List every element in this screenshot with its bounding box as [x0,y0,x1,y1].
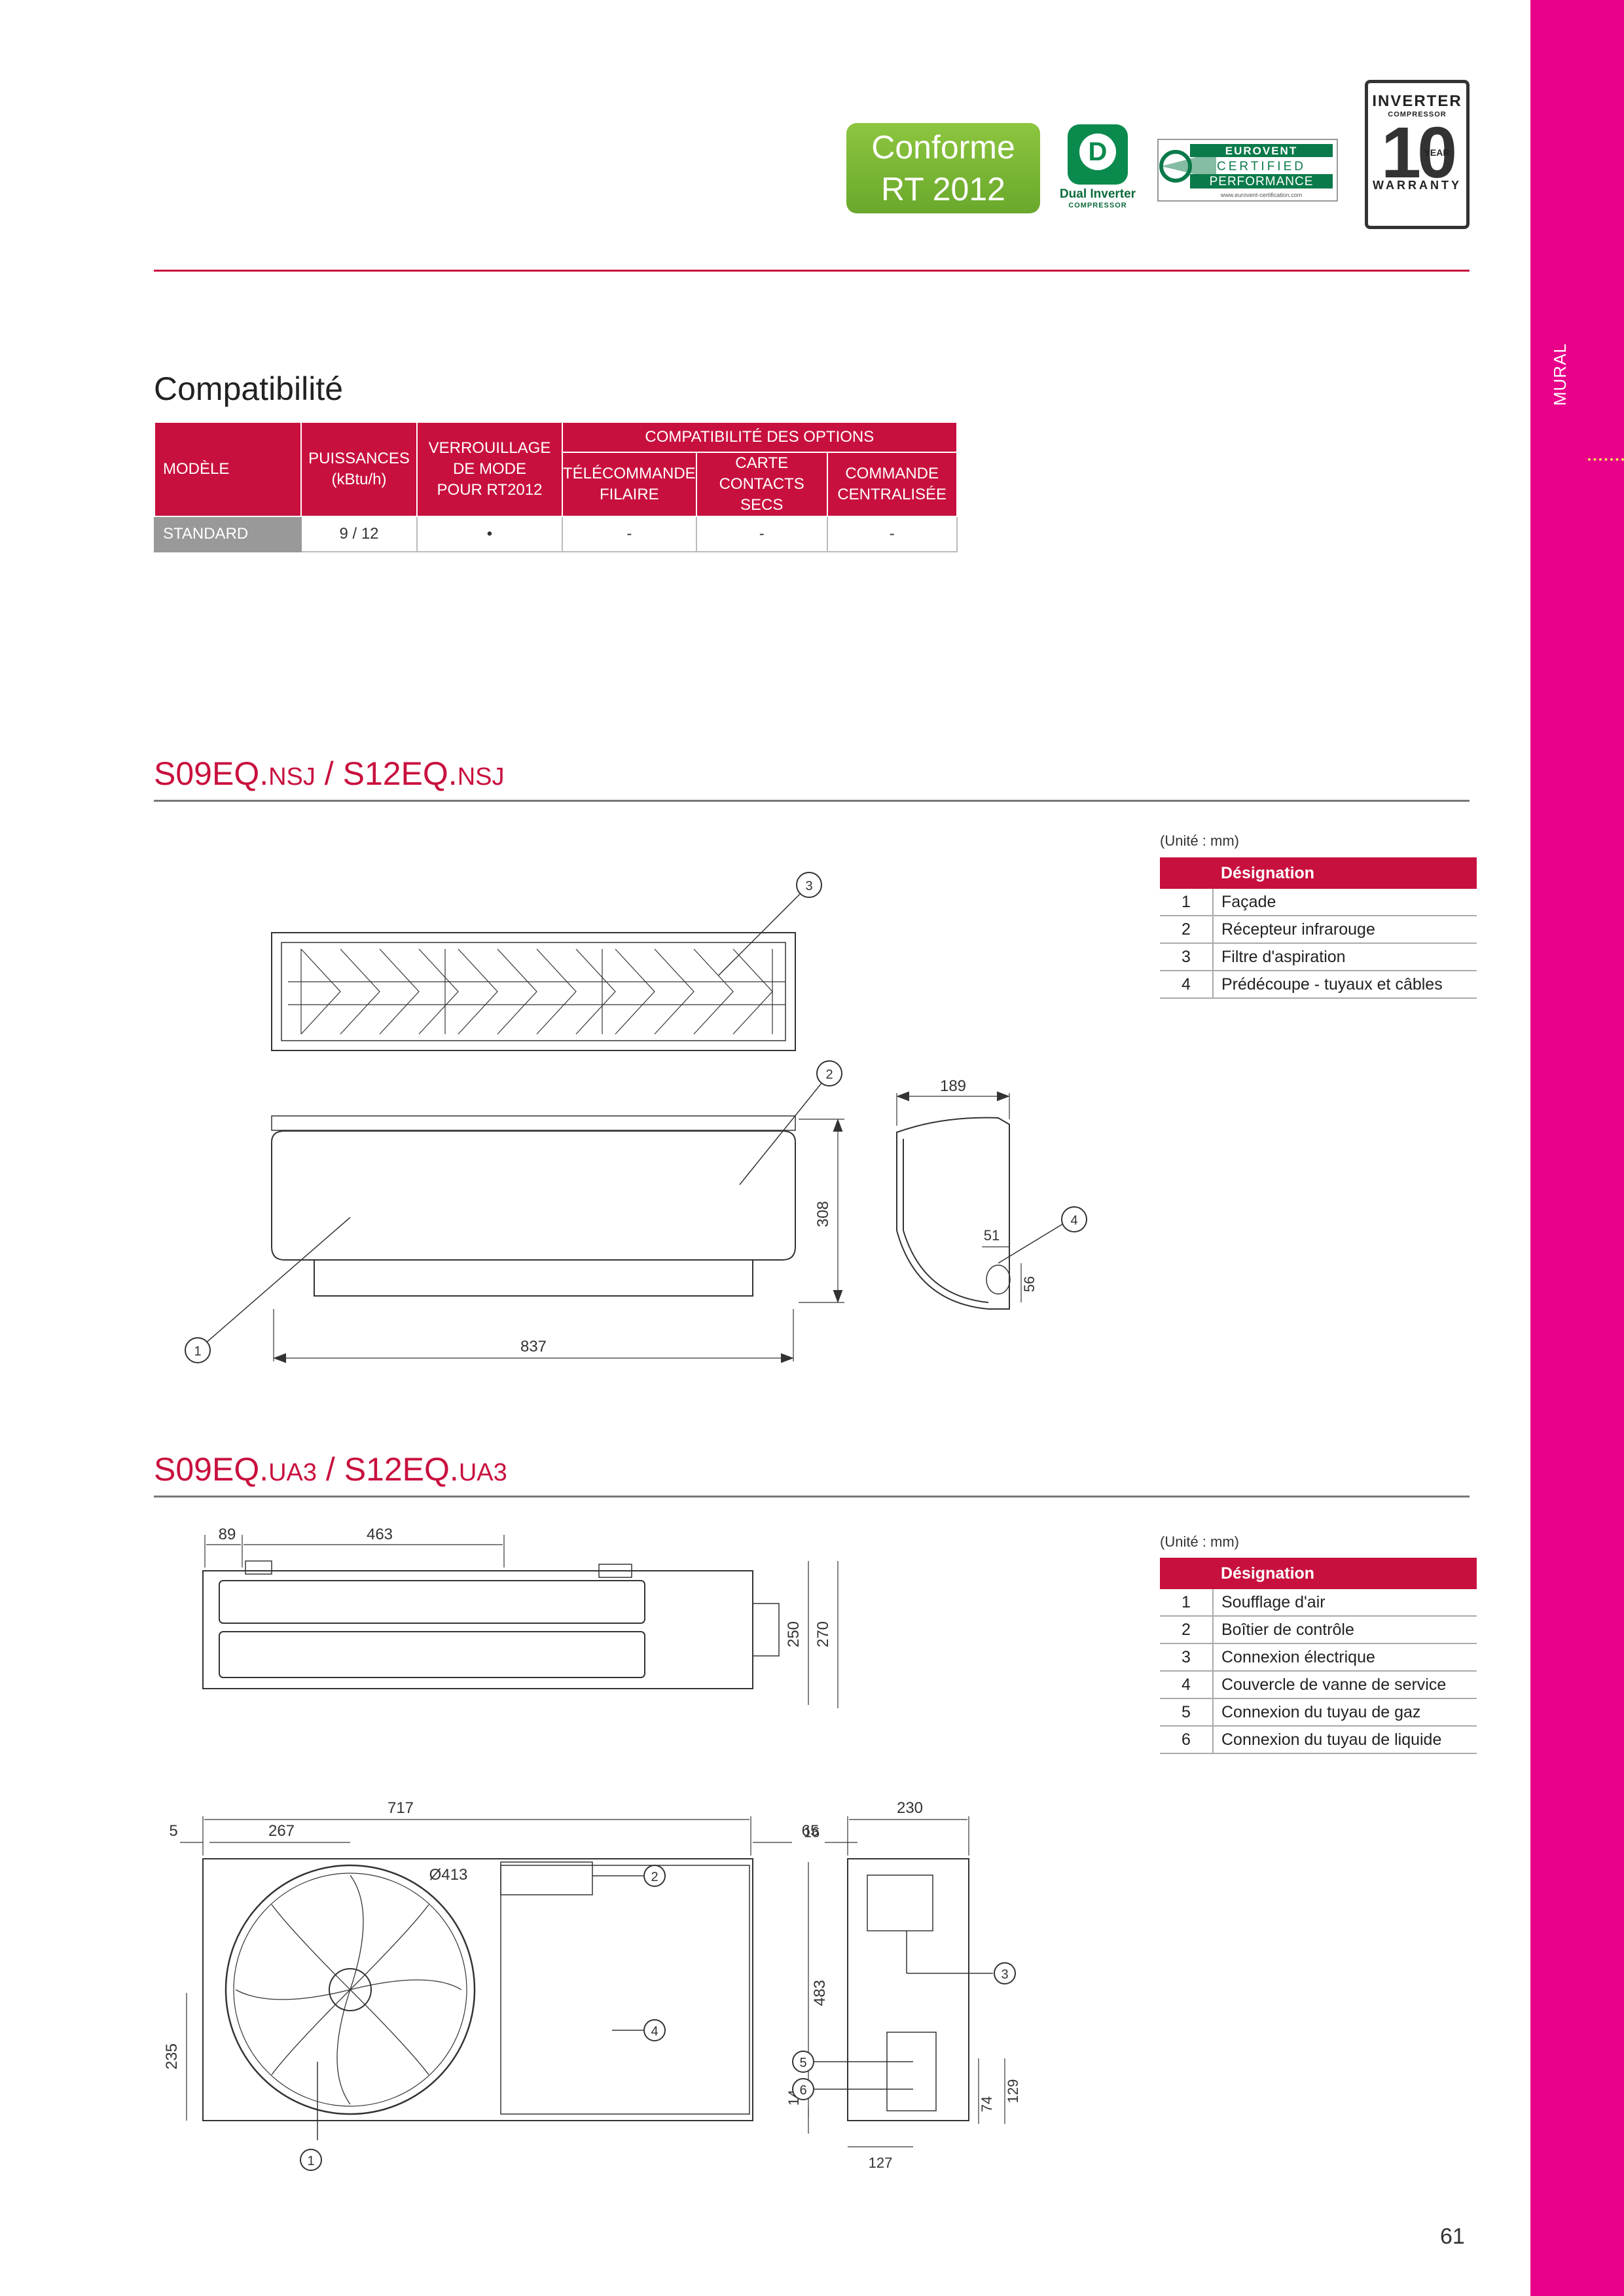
eurovent-line1: EUROVENT [1225,145,1297,157]
compat-cell-remote: - [562,516,697,552]
indoor-callout-2: 2 [825,1067,833,1082]
dim-outdoor-127: 127 [869,2155,893,2171]
outdoor-callout-1: 1 [307,2154,314,2168]
dim-outdoor-65: 65 [802,1822,820,1840]
dim-outdoor-250: 250 [785,1621,803,1647]
table-row: STANDARD 9 / 12 • - - - [154,516,958,552]
indoor-model-title: S09EQ.NSJ / S12EQ.NSJ [154,755,505,792]
indoor-designation-header: Désignation [1213,857,1477,889]
outdoor-callout-3: 3 [1001,1967,1008,1982]
header-divider [154,270,1470,272]
compat-header-model: MODÈLE [154,422,302,517]
dual-inverter-icon: D [1068,124,1128,185]
dim-outdoor-235: 235 [163,2043,181,2070]
indoor-callout-1: 1 [194,1344,201,1359]
dim-indoor-56: 56 [1021,1276,1038,1292]
dual-inverter-sub: COMPRESSOR [1068,202,1127,209]
indoor-callout-3: 3 [805,879,812,893]
rt2012-line2: RT 2012 [881,171,1005,207]
page-number: 61 [1440,2224,1465,2249]
compat-cell-lock: • [416,516,563,552]
dim-outdoor-230: 230 [897,1799,923,1817]
inverter-sub: COMPRESSOR [1388,111,1447,118]
inverter-warranty-badge: INVERTER COMPRESSOR 10 YEAR WARRANTY [1365,80,1470,229]
dim-outdoor-129: 129 [1005,2079,1021,2104]
dim-indoor-51: 51 [984,1227,1000,1244]
outdoor-callout-4: 4 [651,2024,658,2039]
dim-outdoor-483: 483 [811,1980,829,2006]
eurovent-url: www.eurovent-certification.com [1220,192,1303,198]
outdoor-unit-note: (Unité : mm) [1160,1534,1239,1550]
compat-cell-central: - [826,516,958,552]
outdoor-unit-drawing: 89 463 250 270 717 5 267 65 Ø413 483 235… [163,1526,1021,2171]
compat-cell-card: - [695,516,828,552]
eurovent-badge: EUROVENT CERTIFIED PERFORMANCE www.eurov… [1157,139,1338,202]
dim-indoor-width: 837 [520,1338,547,1355]
eurovent-line3: PERFORMANCE [1210,175,1314,188]
indoor-divider [154,800,1470,802]
dim-outdoor-463: 463 [367,1526,393,1543]
eurovent-line2: CERTIFIED [1217,160,1306,173]
dim-outdoor-267: 267 [268,1822,295,1840]
compat-title: Compatibilité [154,370,344,407]
compat-cell-power: 9 / 12 [300,516,418,552]
indoor-unit-note: (Unité : mm) [1160,833,1239,849]
dim-outdoor-717: 717 [388,1799,414,1817]
rt2012-line1: Conforme [871,129,1015,166]
dim-indoor-height: 308 [814,1201,832,1227]
outdoor-model-title: S09EQ.UA3 / S12EQ.UA3 [154,1451,507,1488]
compat-cell-model: STANDARD [154,516,302,552]
indoor-unit-drawing: 837 308 189 51 56 1 2 3 4 [185,872,1087,1363]
dim-outdoor-fan: Ø413 [429,1866,468,1884]
inverter-years: 10 [1380,113,1457,193]
outdoor-callout-6: 6 [799,2083,806,2098]
dim-outdoor-5: 5 [169,1822,177,1840]
sidebar-label: MURAL [1550,342,1570,406]
compat-header-power: PUISSANCES(kBtu/h) [300,422,418,517]
dim-outdoor-270: 270 [814,1621,832,1647]
sidebar-dotted-divider [1588,458,1624,461]
outdoor-designation-header: Désignation [1213,1558,1477,1589]
rt2012-badge: Conforme RT 2012 [846,123,1040,213]
dim-outdoor-16: 16 [804,1824,820,1840]
dim-indoor-depth: 189 [940,1077,966,1095]
inverter-warranty: WARRANTY [1373,179,1462,192]
outdoor-callout-5: 5 [799,2056,806,2070]
dim-outdoor-74: 74 [979,2096,995,2112]
outdoor-divider [154,1496,1470,1498]
section-sidebar: MURAL [1530,0,1624,2296]
outdoor-callout-2: 2 [651,1870,658,1884]
dim-outdoor-89: 89 [219,1526,236,1543]
dual-inverter-badge: D Dual Inverter COMPRESSOR [1055,124,1140,216]
compat-header-options: COMPATIBILITÉ DES OPTIONS [562,422,958,453]
indoor-callout-4: 4 [1070,1213,1077,1228]
inverter-year-word: YEAR [1424,147,1450,158]
dual-inverter-title: Dual Inverter [1059,187,1136,201]
inverter-title: INVERTER [1372,92,1462,110]
